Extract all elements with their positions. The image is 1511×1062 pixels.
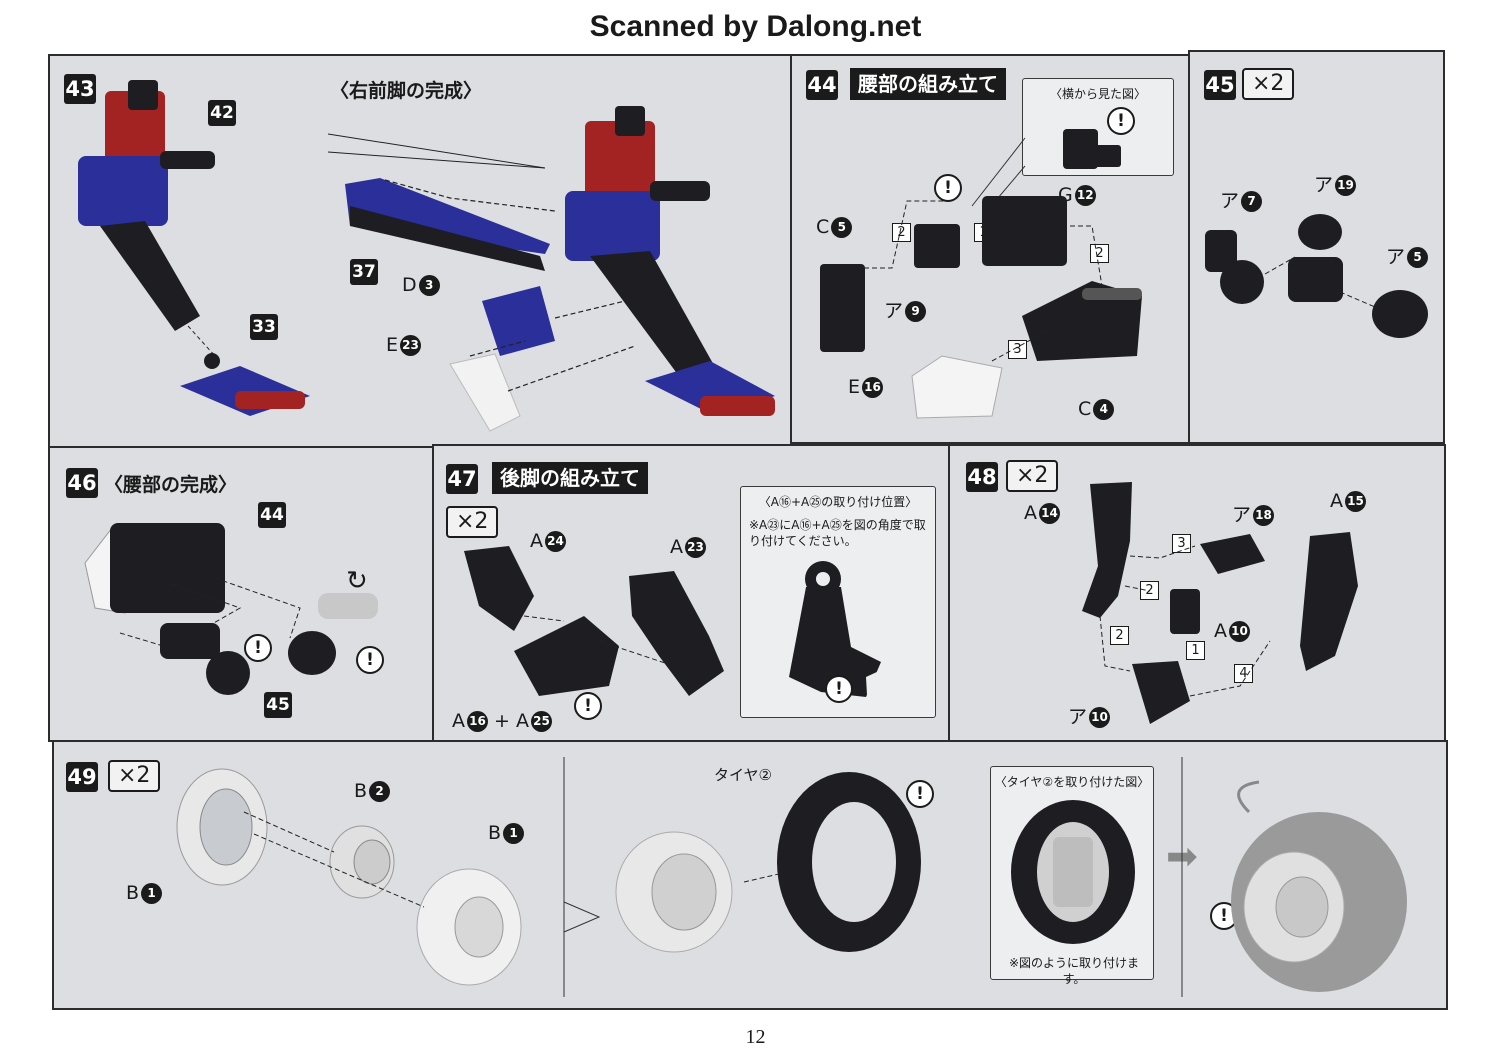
side-view-callout: 〈横から見た図〉 ! [1022, 78, 1174, 176]
step-number: 44 [806, 70, 838, 100]
step-subtitle: 〈腰部の完成〉 [104, 474, 238, 496]
warning-icon: ! [934, 174, 962, 202]
step-46-illustration [84, 523, 378, 695]
step-48-illustration [1082, 482, 1358, 724]
warning-icon: ! [574, 692, 602, 720]
step-49-illustration [176, 757, 1407, 997]
front-leg-completed [565, 106, 775, 416]
callout-note: ※A㉓にA⑯+A㉕を図の角度で取り付けてください。 [749, 518, 926, 548]
tire-label: タイヤ② [714, 766, 772, 784]
attach-position-callout: 〈A⑯+A㉕の取り付け位置〉 ※A㉓にA⑯+A㉕を図の角度で取り付けてください。… [740, 486, 936, 718]
page-number: 12 [745, 1026, 766, 1048]
step-number: 49 [66, 762, 98, 792]
tire-attached-callout: 〈タイヤ②を取り付けた図〉 ※図のように取り付けます。 [990, 766, 1154, 986]
order-marker: 3 [1172, 534, 1191, 553]
order-marker: 2 [1110, 626, 1129, 645]
step-number: 45 [1204, 70, 1236, 100]
quantity-badge: ×2 [1006, 460, 1059, 492]
order-marker: 1 [1186, 641, 1205, 660]
step-45-illustration [1205, 214, 1428, 338]
warning-icon: ! [356, 646, 384, 674]
step-subtitle: 〈右前脚の完成〉 [330, 80, 483, 102]
warning-icon: ! [1107, 107, 1135, 135]
step-title: 後脚の組み立て [492, 462, 648, 494]
step-47-illustration [464, 546, 724, 696]
callout-title: 〈A⑯+A㉕の取り付け位置〉 [758, 495, 918, 509]
tire-attached-drawing [1011, 800, 1135, 944]
step-number: 48 [966, 462, 998, 492]
step-43-illustration [78, 80, 775, 432]
warning-icon: ! [906, 780, 934, 808]
step-number: 43 [64, 74, 96, 104]
step-44-illustration [820, 137, 1142, 419]
order-marker: 2 [1090, 244, 1109, 263]
blade-part-37 [345, 178, 550, 271]
side-view-drawing [1063, 129, 1121, 169]
rotate-arrow-icon: ↻ [346, 566, 368, 596]
order-marker: 4 [1234, 664, 1253, 683]
step-46-panel: 46 〈腰部の完成〉 44 45 ! ! ↻ [48, 446, 436, 742]
scan-credit: Scanned by Dalong.net [589, 10, 922, 43]
part-ref-42: 42 [208, 100, 236, 126]
callout-note: ※図のように取り付けます。 [1008, 956, 1140, 986]
part-ref-37: 37 [350, 259, 378, 285]
warning-icon: ! [244, 634, 272, 662]
step-title: 腰部の組み立て [850, 68, 1006, 100]
callout-title: 〈横から見た図〉 [1049, 87, 1146, 101]
step-number: 46 [66, 468, 98, 498]
warning-icon: ! [825, 675, 853, 703]
step-number: 47 [446, 464, 478, 494]
quantity-badge: ×2 [446, 506, 499, 538]
front-leg-assembly [78, 80, 310, 416]
quantity-badge: ×2 [1242, 68, 1295, 100]
attach-position-drawing [789, 561, 889, 697]
part-ref-33: 33 [250, 314, 278, 340]
quantity-badge: ×2 [108, 760, 161, 792]
part-ref-44: 44 [258, 502, 286, 528]
callout-title: 〈タイヤ②を取り付けた図〉 [994, 775, 1150, 789]
part-ref-45: 45 [264, 692, 292, 718]
